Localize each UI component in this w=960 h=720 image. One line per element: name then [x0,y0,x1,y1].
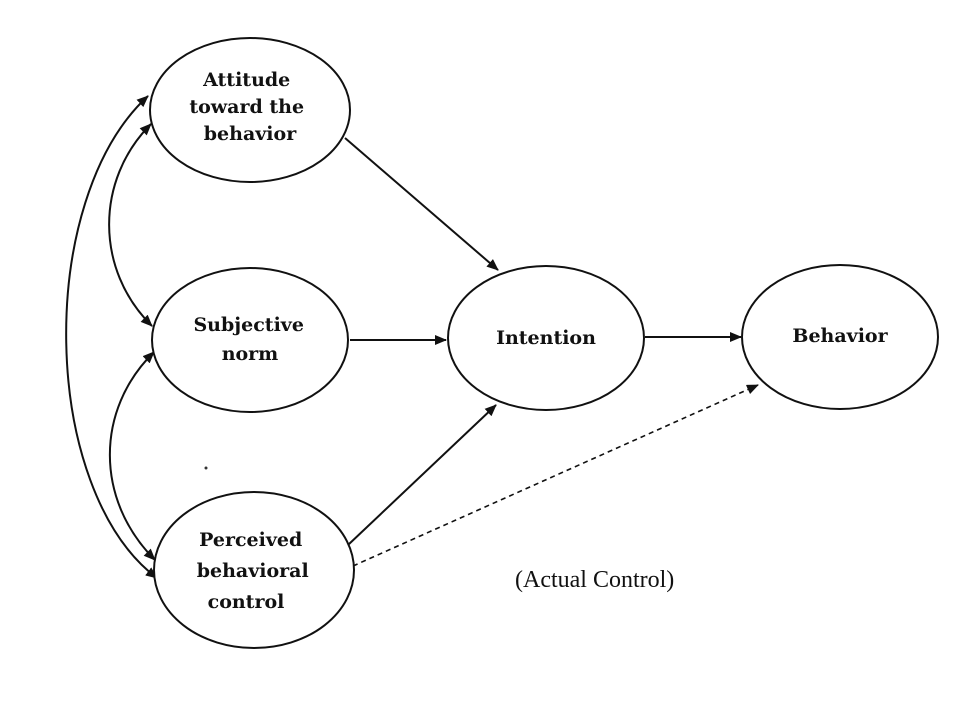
scan-dot [204,466,208,470]
svg-text:Attitude toward the: Attitude toward the behavior [189,69,310,145]
node-behavior: Behavior [741,264,939,410]
annotation-actual-control: (Actual Control) [515,567,674,593]
edge-attitude-to-intention [344,137,499,271]
svg-text:Intention: Intention [496,327,596,349]
edge-control-to-intention [347,404,497,546]
node-perceived-control-line-3: control [208,591,285,613]
correlation-attitude-control [65,95,158,579]
node-behavior-ellipse [741,264,939,410]
node-perceived-control-line-2: behavioral [197,560,309,582]
node-attitude-line-1: Attitude [202,69,290,91]
node-intention: Intention [447,265,645,411]
node-intention-ellipse [447,265,645,411]
correlation-norm-control [109,351,156,561]
node-intention-line-1: Intention [496,327,596,349]
node-perceived-control: Perceived behavioral control [153,491,355,649]
node-attitude-line-2: toward the [189,96,304,118]
node-attitude: Attitude toward the behavior [149,37,351,183]
node-perceived-control-ellipse [153,491,355,649]
edges [65,95,759,579]
node-subjective-norm-ellipse [151,267,349,413]
node-attitude-line-3: behavior [204,123,297,145]
node-subjective-norm-line-2: norm [222,343,279,365]
correlation-attitude-norm [108,123,153,327]
node-behavior-line-1: Behavior [792,325,888,347]
svg-text:Perceived behavioral: Perceived behavioral control [197,529,316,613]
node-perceived-control-line-1: Perceived [199,529,302,551]
edge-control-to-behavior-dashed [352,384,759,567]
node-subjective-norm: Subjective norm [151,267,349,413]
node-subjective-norm-line-1: Subjective [193,314,303,336]
svg-text:Subjective norm: Subjective norm [193,314,310,365]
node-attitude-ellipse [149,37,351,183]
svg-text:Behavior: Behavior [792,325,888,347]
